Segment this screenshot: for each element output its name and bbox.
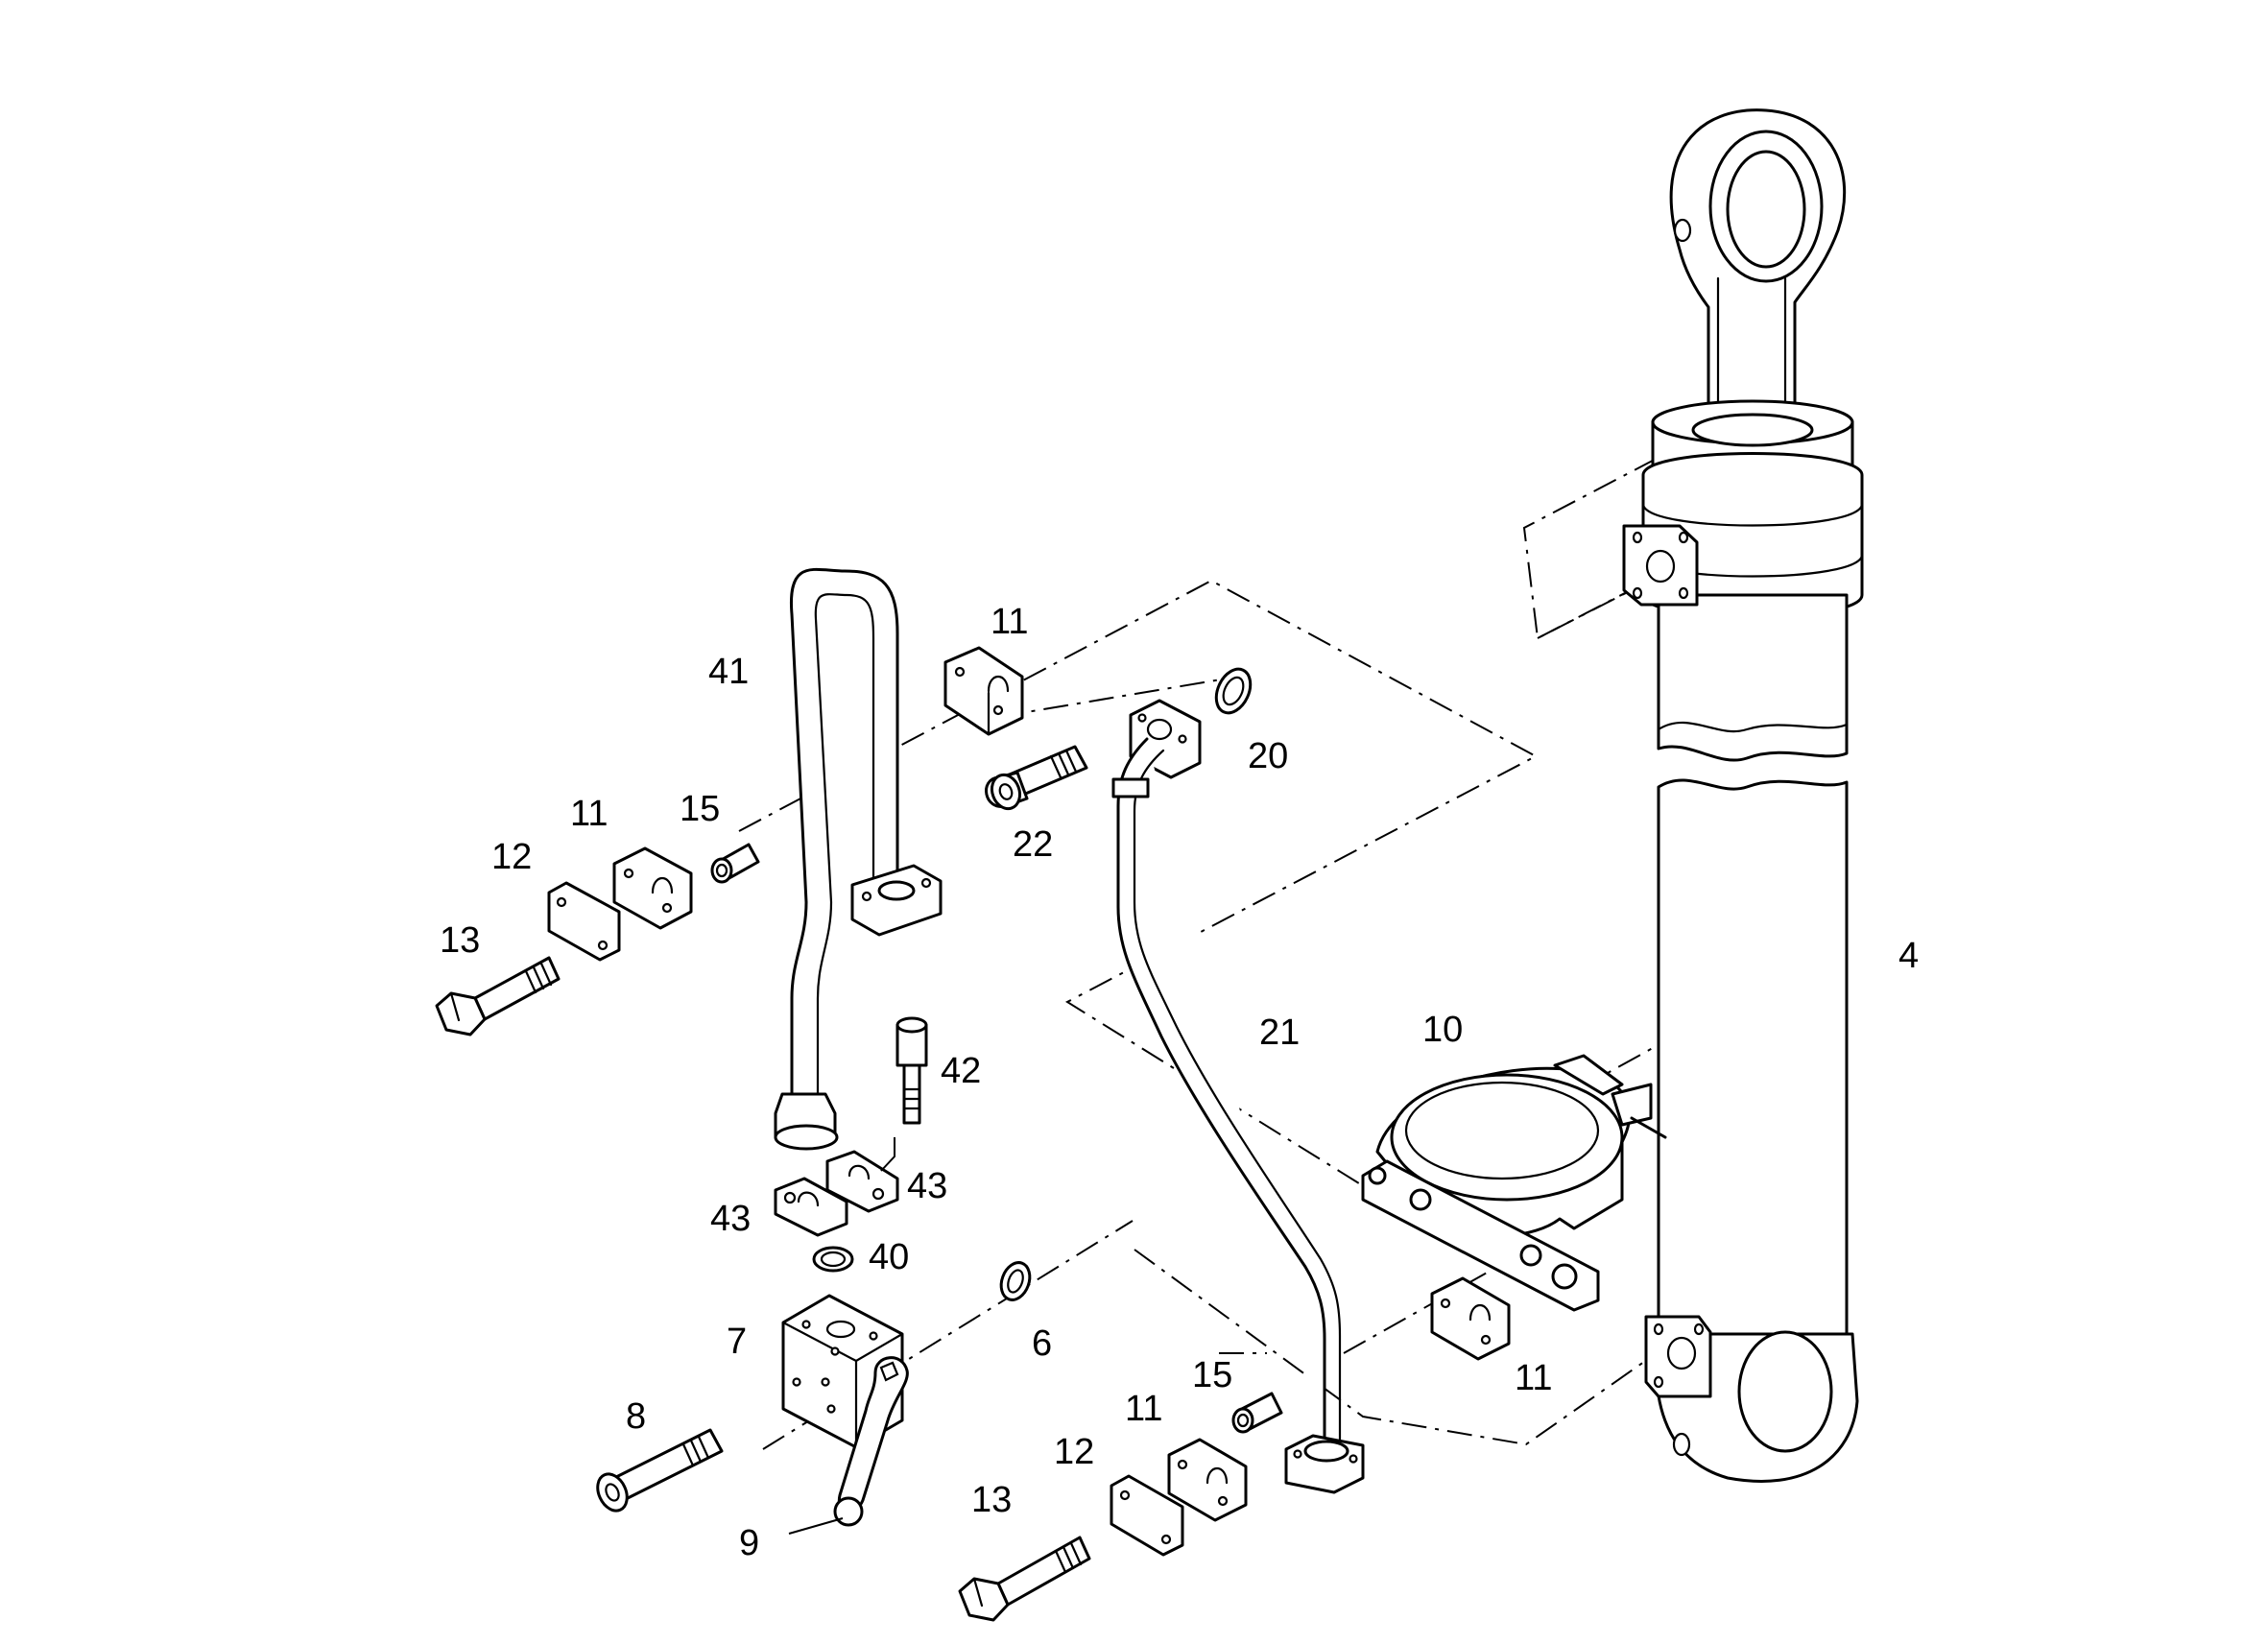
callout-13: 13 — [440, 920, 480, 961]
callout-11: 11 — [991, 602, 1028, 642]
callout-21: 21 — [1259, 1013, 1300, 1053]
o-ring-6 — [999, 1261, 1032, 1301]
callout-15: 15 — [1192, 1355, 1232, 1395]
clamp-half-11-right — [1430, 1276, 1511, 1361]
callout-15: 15 — [680, 789, 720, 829]
callout-11: 11 — [570, 794, 608, 834]
callout-9: 9 — [739, 1523, 759, 1563]
sleeve-15-left — [710, 843, 760, 884]
plate-12-left — [547, 881, 621, 962]
callout-12: 12 — [1054, 1432, 1094, 1472]
bolt-13-left — [435, 956, 561, 1036]
callout-40: 40 — [869, 1237, 909, 1277]
callout-43: 43 — [907, 1166, 947, 1206]
callout-7: 7 — [727, 1322, 747, 1362]
callout-11: 11 — [1125, 1389, 1162, 1429]
callout-41: 41 — [708, 652, 749, 692]
bolt-22 — [985, 745, 1088, 811]
lever-9 — [833, 1356, 909, 1527]
bolt-8 — [596, 1428, 724, 1513]
clamp-half-11-left — [612, 846, 693, 930]
clamp-bracket-10 — [1361, 1054, 1667, 1312]
o-ring-40 — [812, 1246, 854, 1273]
callout-12: 12 — [491, 837, 532, 877]
callout-6: 6 — [1032, 1323, 1052, 1364]
callout-43: 43 — [710, 1199, 751, 1239]
callout-11: 11 — [1515, 1358, 1552, 1398]
pipe-21 — [1111, 737, 1365, 1494]
bolt-42 — [895, 1016, 928, 1125]
pipe-41 — [774, 567, 943, 1151]
callout-13: 13 — [971, 1480, 1012, 1520]
callout-42: 42 — [941, 1051, 981, 1091]
leader-lines — [788, 1137, 895, 1535]
callout-labels: 41 11 20 22 11 15 12 13 4 42 21 10 43 43… — [440, 602, 1919, 1563]
callout-10: 10 — [1422, 1010, 1463, 1050]
plate-12-bottom — [1110, 1474, 1184, 1557]
flange-half-43-lower — [774, 1177, 848, 1237]
callout-20: 20 — [1248, 736, 1288, 776]
callout-22: 22 — [1013, 824, 1053, 865]
clamp-half-11-bottom — [1167, 1438, 1248, 1522]
callout-4: 4 — [1898, 936, 1919, 976]
callout-8: 8 — [626, 1396, 646, 1437]
sleeve-15-bottom — [1231, 1392, 1283, 1434]
clamp-half-11-top — [943, 646, 1024, 736]
hydraulic-cylinder — [1622, 108, 1864, 1483]
o-ring-20 — [1214, 667, 1253, 715]
bolt-13-bottom — [958, 1536, 1091, 1622]
